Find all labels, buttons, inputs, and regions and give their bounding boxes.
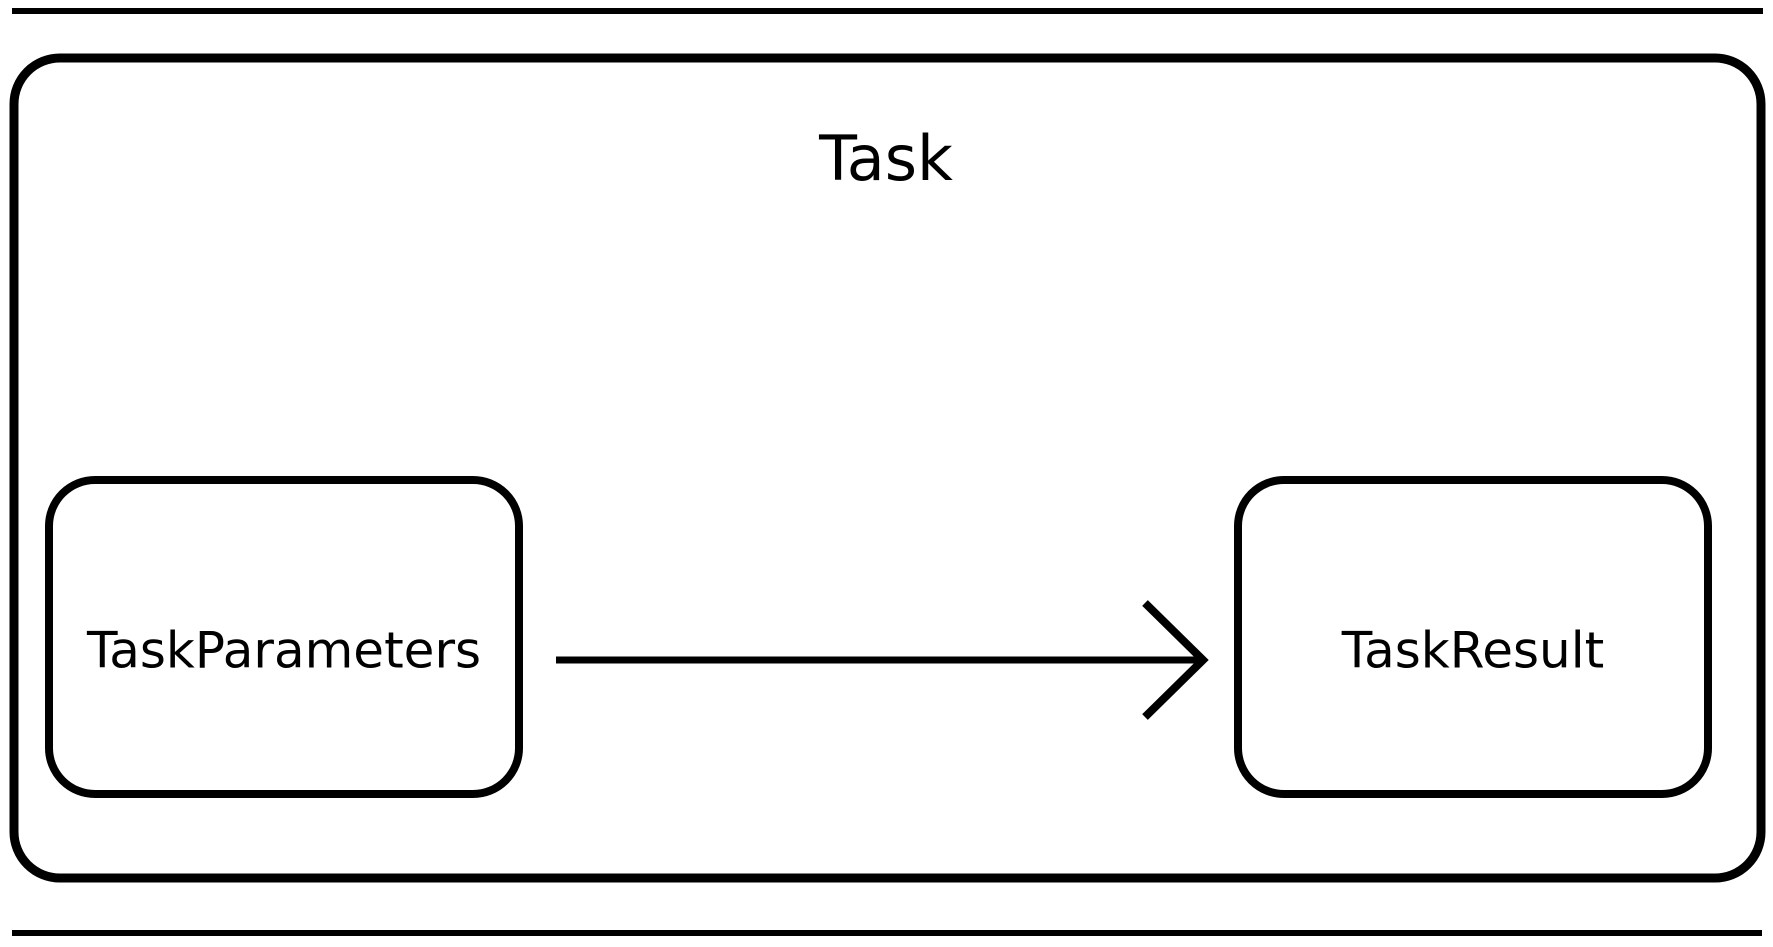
task-container-title: Task — [818, 122, 953, 195]
node-task-result[interactable] — [1234, 476, 1712, 798]
node-task-parameters[interactable] — [45, 476, 523, 798]
node-task-result-label: TaskResult — [1341, 622, 1604, 680]
arrowhead-icon — [1142, 600, 1209, 720]
node-task-parameters-label: TaskParameters — [86, 622, 481, 680]
